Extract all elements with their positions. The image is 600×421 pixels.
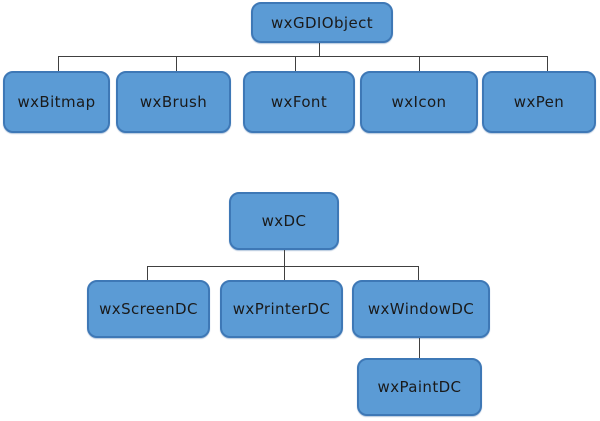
node-wxbitmap: wxBitmap [3, 71, 110, 133]
connector-gdiobject-hbar [58, 56, 548, 57]
connector-stub-wxscreendc [147, 266, 148, 280]
node-label: wxIcon [391, 93, 447, 111]
connector-wxdc-hbar [147, 266, 419, 267]
node-label: wxDC [261, 212, 307, 230]
node-label: wxFont [270, 93, 328, 111]
node-label: wxScreenDC [99, 300, 198, 318]
connector-wxdc-drop [284, 250, 285, 266]
node-label: wxPrinterDC [232, 300, 331, 318]
connector-stub-wxwindowdc [418, 266, 419, 280]
node-label: wxGDIObject [271, 13, 373, 32]
node-wxprinterdc: wxPrinterDC [220, 280, 343, 338]
node-wxwindowdc: wxWindowDC [352, 280, 490, 338]
connector-stub-wxprinterdc [284, 266, 285, 280]
node-label: wxPaintDC [377, 378, 462, 396]
node-wxpen: wxPen [482, 71, 596, 133]
node-wxfont: wxFont [243, 71, 355, 133]
node-label: wxBrush [139, 93, 208, 111]
node-wxicon: wxIcon [360, 71, 478, 133]
node-wxscreendc: wxScreenDC [87, 280, 210, 338]
connector-wxwindowdc-wxpaintdc [419, 338, 420, 358]
connector-stub-wxfont [295, 56, 296, 71]
node-wxpaintdc: wxPaintDC [357, 358, 482, 416]
connector-stub-wxpen [547, 56, 548, 71]
connector-stub-wxicon [419, 56, 420, 71]
node-wxbrush: wxBrush [116, 71, 231, 133]
node-label: wxPen [513, 93, 565, 111]
connector-stub-wxbrush [176, 56, 177, 71]
node-wxgdiobject: wxGDIObject [251, 2, 393, 43]
node-label: wxWindowDC [367, 300, 475, 318]
connector-gdiobject-drop [319, 43, 320, 56]
node-wxdc: wxDC [229, 192, 339, 250]
node-label: wxBitmap [17, 93, 96, 111]
connector-stub-wxbitmap [58, 56, 59, 71]
